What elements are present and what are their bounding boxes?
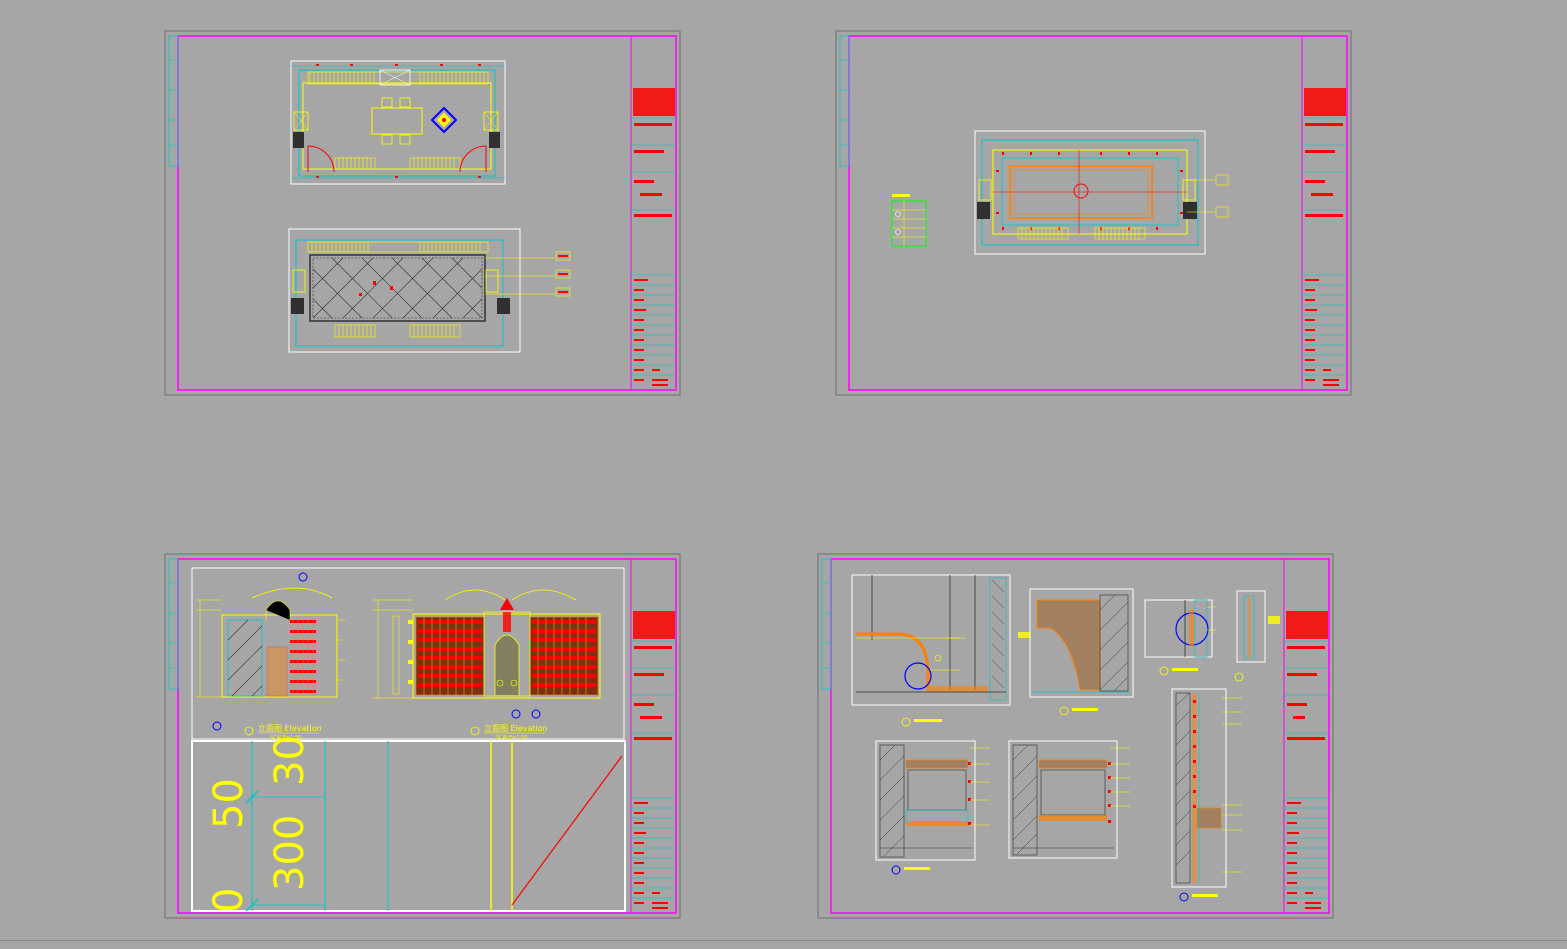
sheet-frame bbox=[830, 558, 1330, 914]
sheet-3[interactable]: 立面图 Elevation SCALE=1:50 bbox=[164, 553, 681, 919]
sheet-border bbox=[164, 553, 681, 919]
elevation-right-scale: SCALE=1:50 bbox=[496, 735, 527, 741]
detail-cabinet-section-1[interactable] bbox=[875, 740, 990, 875]
sheet-frame bbox=[848, 35, 1348, 391]
title-block bbox=[630, 36, 676, 390]
detail-cornice[interactable] bbox=[1018, 588, 1134, 716]
elevation-right[interactable]: 立面图 Elevation SCALE=1:50 bbox=[372, 589, 601, 741]
zoomed-dimension-viewport[interactable]: 50 30 300 0 bbox=[191, 735, 626, 913]
sheet-border bbox=[164, 30, 681, 396]
dimension-text-0: 0 bbox=[206, 888, 252, 913]
title-block bbox=[1283, 559, 1329, 913]
detail-curved-corner[interactable] bbox=[851, 574, 1011, 727]
sheet-frame bbox=[177, 35, 677, 391]
binding-strip bbox=[821, 558, 832, 690]
elevation-left-title: 立面图 Elevation bbox=[258, 723, 322, 733]
detail-narrow-section[interactable] bbox=[1234, 590, 1280, 682]
detail-cabinet-section-2[interactable] bbox=[1008, 740, 1130, 859]
dimension-text-30: 30 bbox=[267, 735, 313, 786]
sheet-2[interactable] bbox=[835, 30, 1352, 396]
viewport-bottom-edge bbox=[0, 940, 1567, 941]
binding-strip bbox=[168, 558, 179, 690]
elevation-left[interactable]: 立面图 Elevation SCALE=1:50 bbox=[196, 572, 345, 741]
binding-strip bbox=[839, 35, 850, 167]
ceiling-plan[interactable] bbox=[288, 228, 571, 353]
elevation-right-title: 立面图 Elevation bbox=[484, 723, 548, 733]
sheet-4[interactable] bbox=[817, 553, 1334, 919]
lighting-legend bbox=[891, 194, 927, 247]
title-block bbox=[630, 559, 676, 913]
floor-plan[interactable] bbox=[290, 60, 506, 185]
sheet-border bbox=[817, 553, 1334, 919]
detail-callout-circle[interactable] bbox=[1144, 599, 1216, 676]
dimension-text-50: 50 bbox=[206, 778, 252, 829]
sheet-1[interactable] bbox=[164, 30, 681, 396]
sheet-frame bbox=[177, 558, 677, 914]
north-compass-icon bbox=[430, 106, 458, 134]
reflected-ceiling-plan[interactable] bbox=[974, 130, 1229, 255]
elevation-left-scale: SCALE=1:50 bbox=[270, 735, 301, 741]
detail-tall-section[interactable] bbox=[1171, 688, 1242, 902]
elevation-viewport bbox=[191, 567, 625, 740]
sheet-border bbox=[835, 30, 1352, 396]
binding-strip bbox=[168, 35, 179, 167]
title-block bbox=[1301, 36, 1347, 390]
dimension-text-300: 300 bbox=[267, 815, 313, 891]
